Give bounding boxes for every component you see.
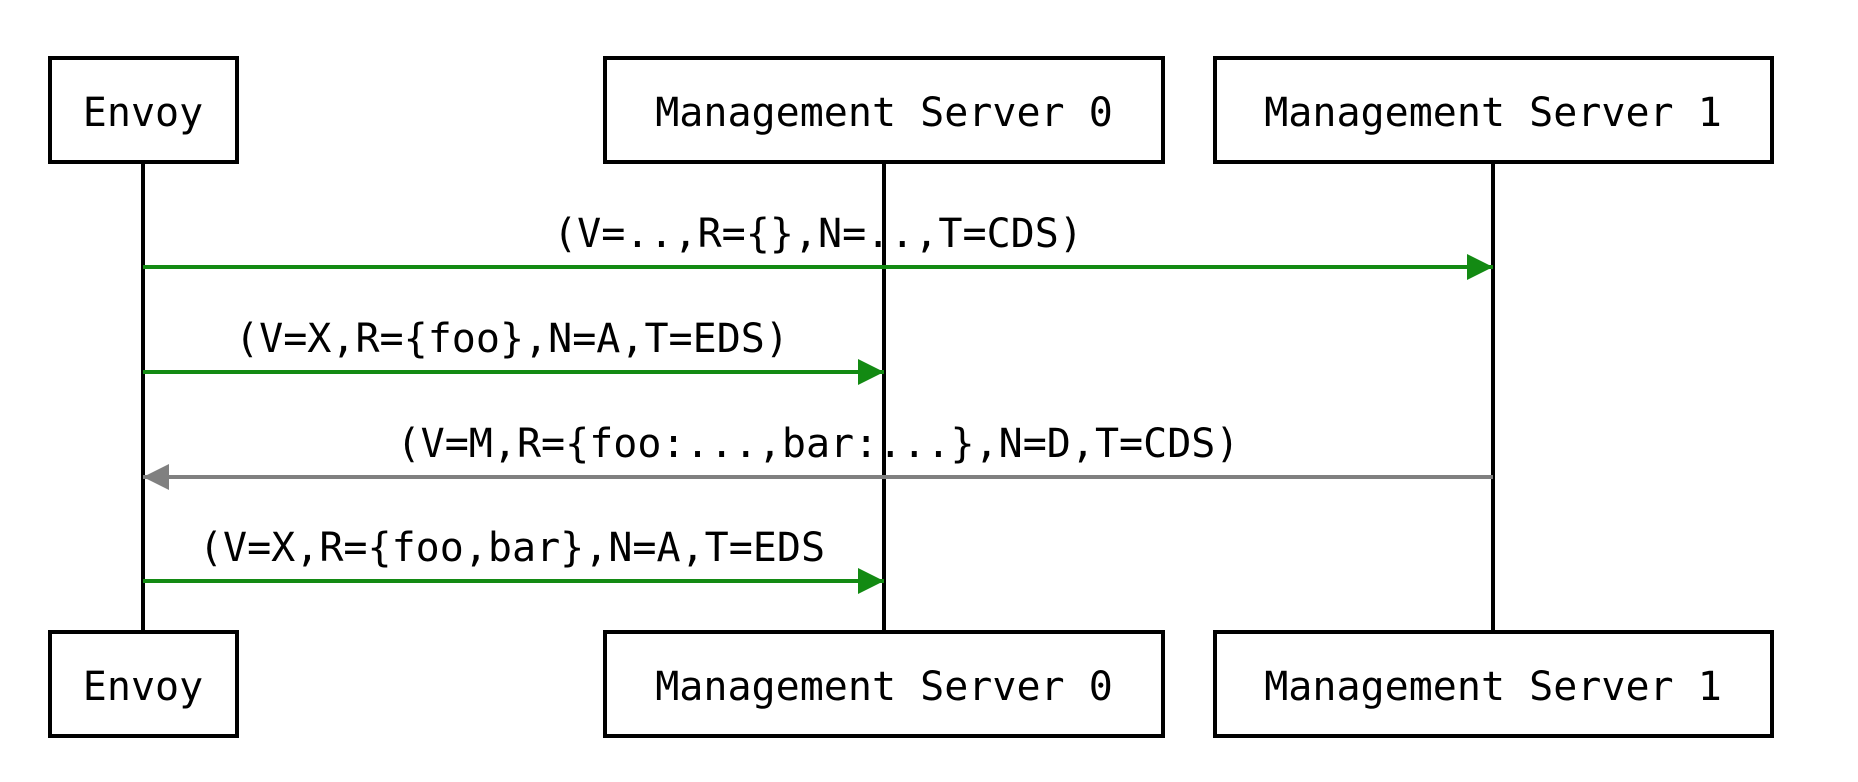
participant-box xyxy=(48,56,239,164)
participant-label: Management Server 0 xyxy=(655,664,1113,710)
message-4-label: (V=X,R={foo,bar},N=A,T=EDS xyxy=(199,525,825,571)
message-3: (V=M,R={foo:...,bar:...},N=D,T=CDS) xyxy=(143,421,1493,490)
participant-label: Management Server 1 xyxy=(1264,664,1722,710)
participant-label: Envoy xyxy=(83,90,203,136)
participant-management-server-1-top: Management Server 1 xyxy=(1213,56,1774,164)
participant-box xyxy=(603,56,1165,164)
message-4: (V=X,R={foo,bar},N=A,T=EDS xyxy=(143,525,884,594)
participant-label: Management Server 1 xyxy=(1264,90,1722,136)
participant-box xyxy=(1213,56,1774,164)
participant-envoy-top: Envoy xyxy=(48,56,239,164)
participant-box xyxy=(603,630,1165,738)
message-1-label: (V=..,R={},N=..,T=CDS) xyxy=(553,211,1083,257)
message-2: (V=X,R={foo},N=A,T=EDS) xyxy=(143,316,884,385)
participant-management-server-0-top: Management Server 0 xyxy=(603,56,1165,164)
participant-envoy-bottom: Envoy xyxy=(48,630,239,738)
participant-management-server-1-bottom: Management Server 1 xyxy=(1213,630,1774,738)
participant-box xyxy=(48,630,239,738)
message-1: (V=..,R={},N=..,T=CDS) xyxy=(143,211,1493,280)
participant-label: Envoy xyxy=(83,664,203,710)
message-3-label: (V=M,R={foo:...,bar:...},N=D,T=CDS) xyxy=(397,421,1240,467)
participant-management-server-0-bottom: Management Server 0 xyxy=(603,630,1165,738)
participant-label: Management Server 0 xyxy=(655,90,1113,136)
participant-box xyxy=(1213,630,1774,738)
message-2-label: (V=X,R={foo},N=A,T=EDS) xyxy=(235,316,789,362)
